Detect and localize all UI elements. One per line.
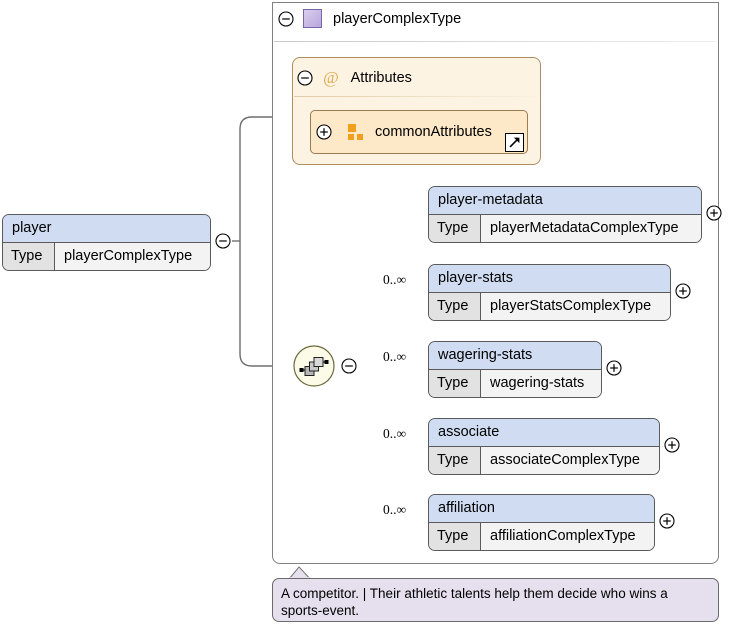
type-value: playerMetadataComplexType	[481, 215, 701, 242]
cardinality-associate: 0..∞	[383, 426, 407, 441]
attribute-group-label-commonattributes: commonAttributes	[375, 124, 492, 140]
element-type-row: Type playerComplexType	[3, 243, 210, 270]
sequence-icon[interactable]	[293, 345, 335, 387]
type-label: Type	[429, 370, 481, 397]
expand-plus-icon-player-stats[interactable]	[675, 283, 691, 299]
cardinality-player-stats: 0..∞	[383, 272, 407, 287]
complextype-header: playerComplexType	[278, 9, 461, 28]
type-value: associateComplexType	[481, 447, 659, 474]
documentation-text: A competitor. | Their athletic talents h…	[281, 586, 668, 618]
expand-plus-icon-associate[interactable]	[664, 437, 680, 453]
complextype-header-rule	[274, 41, 717, 42]
element-type-row: Type wagering-stats	[429, 370, 601, 397]
collapse-minus-icon-sequence[interactable]	[341, 358, 357, 374]
type-label: Type	[429, 447, 481, 474]
expand-plus-icon-affiliation[interactable]	[659, 513, 675, 529]
element-box-wagering-stats[interactable]: wagering-stats Type wagering-stats	[428, 341, 602, 398]
type-label: Type	[3, 243, 55, 270]
element-box-associate[interactable]: associate Type associateComplexType	[428, 418, 660, 475]
element-name-player: player	[3, 215, 210, 243]
element-name-affiliation: affiliation	[429, 495, 654, 523]
attributes-header: @ Attributes	[297, 68, 412, 88]
element-name-player-stats: player-stats	[429, 265, 670, 293]
collapse-minus-icon-complextype[interactable]	[278, 10, 294, 27]
element-box-player-metadata[interactable]: player-metadata Type playerMetadataCompl…	[428, 186, 702, 243]
type-value: playerComplexType	[55, 243, 210, 270]
element-box-player-stats[interactable]: player-stats Type playerStatsComplexType	[428, 264, 671, 321]
attributes-title: Attributes	[350, 70, 412, 86]
element-type-row: Type playerStatsComplexType	[429, 293, 670, 320]
expand-plus-icon-commonattributes[interactable]	[316, 124, 332, 140]
type-value: affiliationComplexType	[481, 523, 654, 550]
type-label: Type	[429, 523, 481, 550]
cardinality-wagering-stats: 0..∞	[383, 349, 407, 364]
element-name-wagering-stats: wagering-stats	[429, 342, 601, 370]
type-value: wagering-stats	[481, 370, 601, 397]
complextype-title: playerComplexType	[333, 10, 462, 27]
element-type-row: Type affiliationComplexType	[429, 523, 654, 550]
attributes-header-rule	[294, 96, 539, 97]
complextype-container-top-border	[272, 2, 719, 3]
collapse-minus-icon-attributes[interactable]	[297, 70, 313, 86]
collapse-minus-icon-player[interactable]	[215, 233, 231, 249]
element-type-row: Type associateComplexType	[429, 447, 659, 474]
attribute-group-box-commonattributes[interactable]	[310, 110, 528, 154]
element-name-player-metadata: player-metadata	[429, 187, 701, 215]
type-label: Type	[429, 215, 481, 242]
expand-plus-icon-player-metadata[interactable]	[706, 205, 722, 221]
attribute-group-tiles-icon	[348, 124, 365, 140]
element-box-player[interactable]: player Type playerComplexType	[2, 214, 211, 271]
external-link-icon[interactable]	[505, 133, 524, 152]
element-name-associate: associate	[429, 419, 659, 447]
cardinality-affiliation: 0..∞	[383, 502, 407, 517]
documentation-box: A competitor. | Their athletic talents h…	[272, 578, 719, 622]
at-symbol-icon: @	[323, 68, 339, 87]
element-box-affiliation[interactable]: affiliation Type affiliationComplexType	[428, 494, 655, 551]
type-value: playerStatsComplexType	[481, 293, 670, 320]
complextype-swatch-icon	[303, 9, 322, 28]
element-type-row: Type playerMetadataComplexType	[429, 215, 701, 242]
type-label: Type	[429, 293, 481, 320]
expand-plus-icon-wagering-stats[interactable]	[606, 360, 622, 376]
